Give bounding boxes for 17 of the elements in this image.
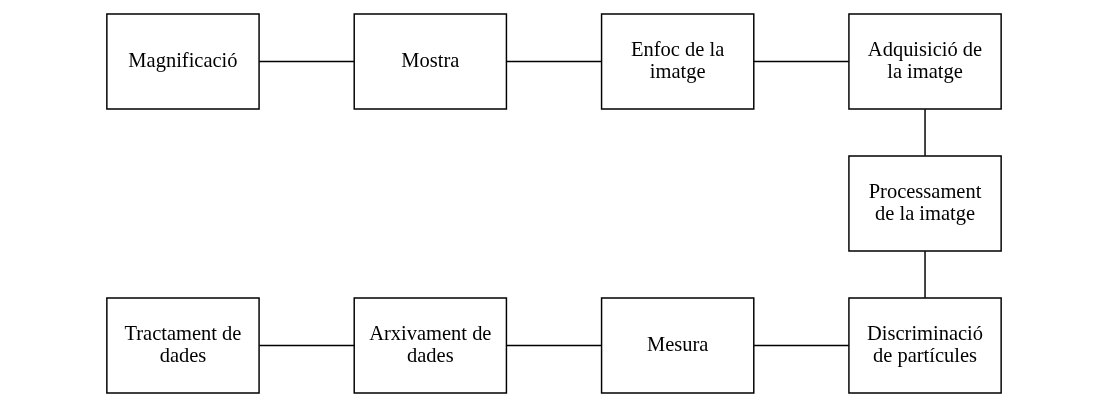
connector bbox=[924, 108, 926, 157]
connector bbox=[258, 344, 355, 347]
connector bbox=[258, 60, 355, 63]
connector bbox=[505, 60, 602, 63]
node-box: Magnificació bbox=[106, 13, 260, 110]
node-box: Processament de la imatge bbox=[848, 155, 1002, 252]
node-box: Adquisició de la imatge bbox=[848, 13, 1002, 110]
connector bbox=[753, 344, 850, 347]
node-box: Tractament de dades bbox=[106, 297, 260, 394]
node-box: Enfoc de la imatge bbox=[600, 13, 755, 110]
connector bbox=[506, 344, 603, 347]
node-box: Mostra bbox=[353, 13, 508, 110]
node-box: Mesura bbox=[600, 297, 755, 394]
node-box: Discriminació de partícules bbox=[848, 297, 1002, 394]
connector bbox=[753, 60, 850, 63]
node-box: Arxivament de dades bbox=[353, 297, 508, 394]
connector bbox=[924, 250, 926, 299]
